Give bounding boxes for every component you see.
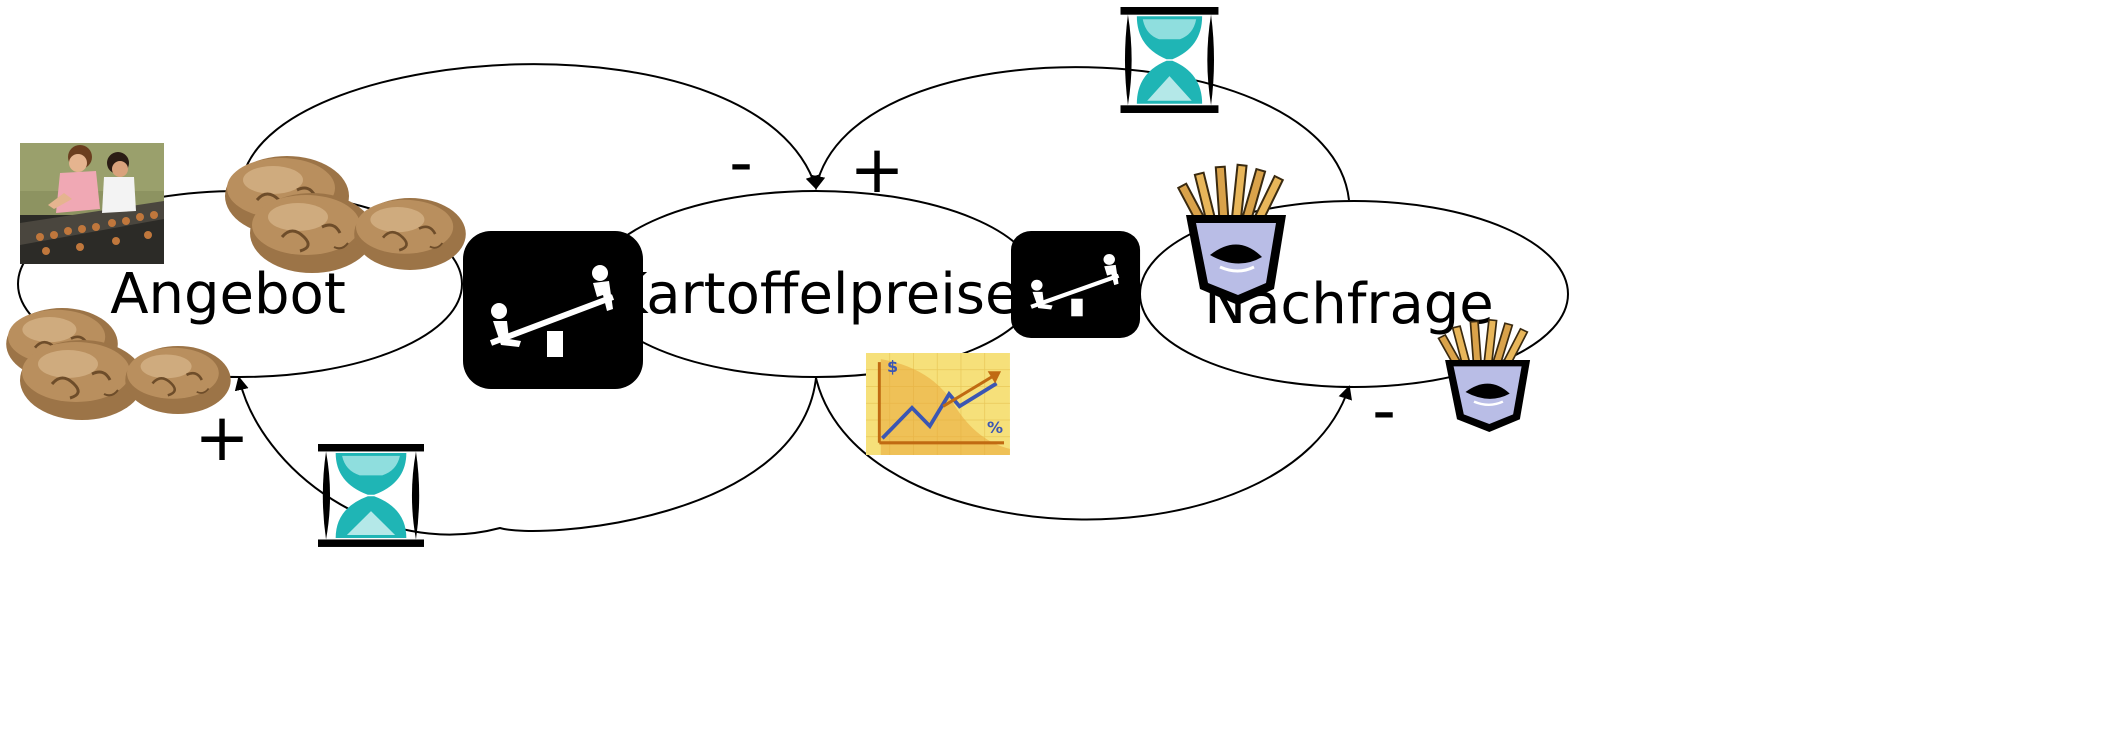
workers-photo	[20, 143, 164, 264]
link-price-to-demand	[815, 377, 1352, 521]
sign-price-to-supply: +	[194, 399, 249, 476]
rising-chart-icon: $ %	[864, 351, 1012, 457]
seesaw-icon	[1011, 231, 1140, 338]
hourglass-icon	[318, 444, 424, 547]
node-price-label: Kartoffelpreise	[611, 262, 1020, 327]
potatoes-icon	[223, 154, 468, 275]
link-price-to-supply	[234, 376, 817, 536]
chart-currency-symbol: $	[887, 357, 898, 376]
sign-supply-to-price: -	[729, 124, 753, 201]
sign-demand-to-price: +	[849, 131, 904, 208]
chart-percent-symbol: %	[987, 418, 1003, 437]
link-demand-to-price	[811, 66, 1350, 201]
hourglass-icon	[1120, 7, 1219, 113]
seesaw-icon	[463, 231, 643, 389]
sign-price-to-demand: -	[1372, 372, 1396, 449]
french-fries-icon	[1176, 163, 1288, 307]
link-supply-to-price	[242, 63, 820, 190]
